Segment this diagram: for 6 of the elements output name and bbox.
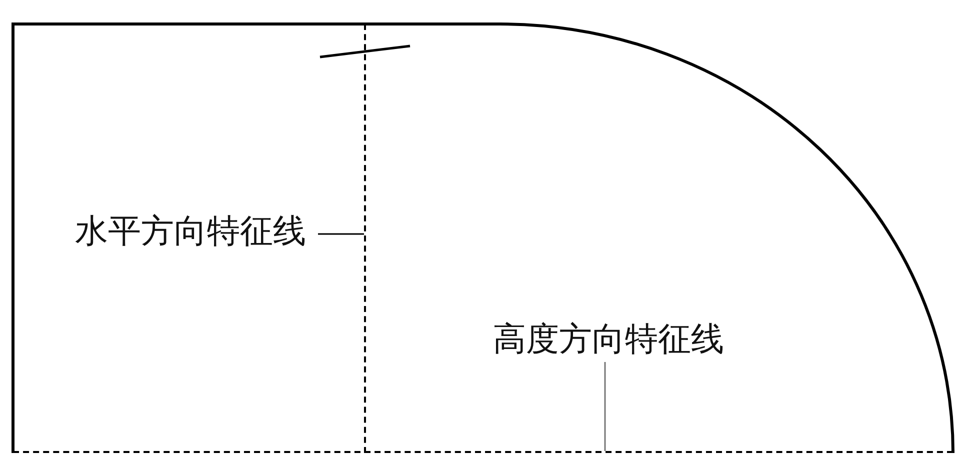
label-text: 水平方向特征线	[75, 214, 306, 250]
label-text: 高度方向特征线	[493, 322, 724, 358]
leader-line	[604, 362, 606, 451]
dashed-line	[364, 24, 367, 453]
dashed-line	[13, 451, 953, 454]
leader-line	[318, 233, 364, 235]
